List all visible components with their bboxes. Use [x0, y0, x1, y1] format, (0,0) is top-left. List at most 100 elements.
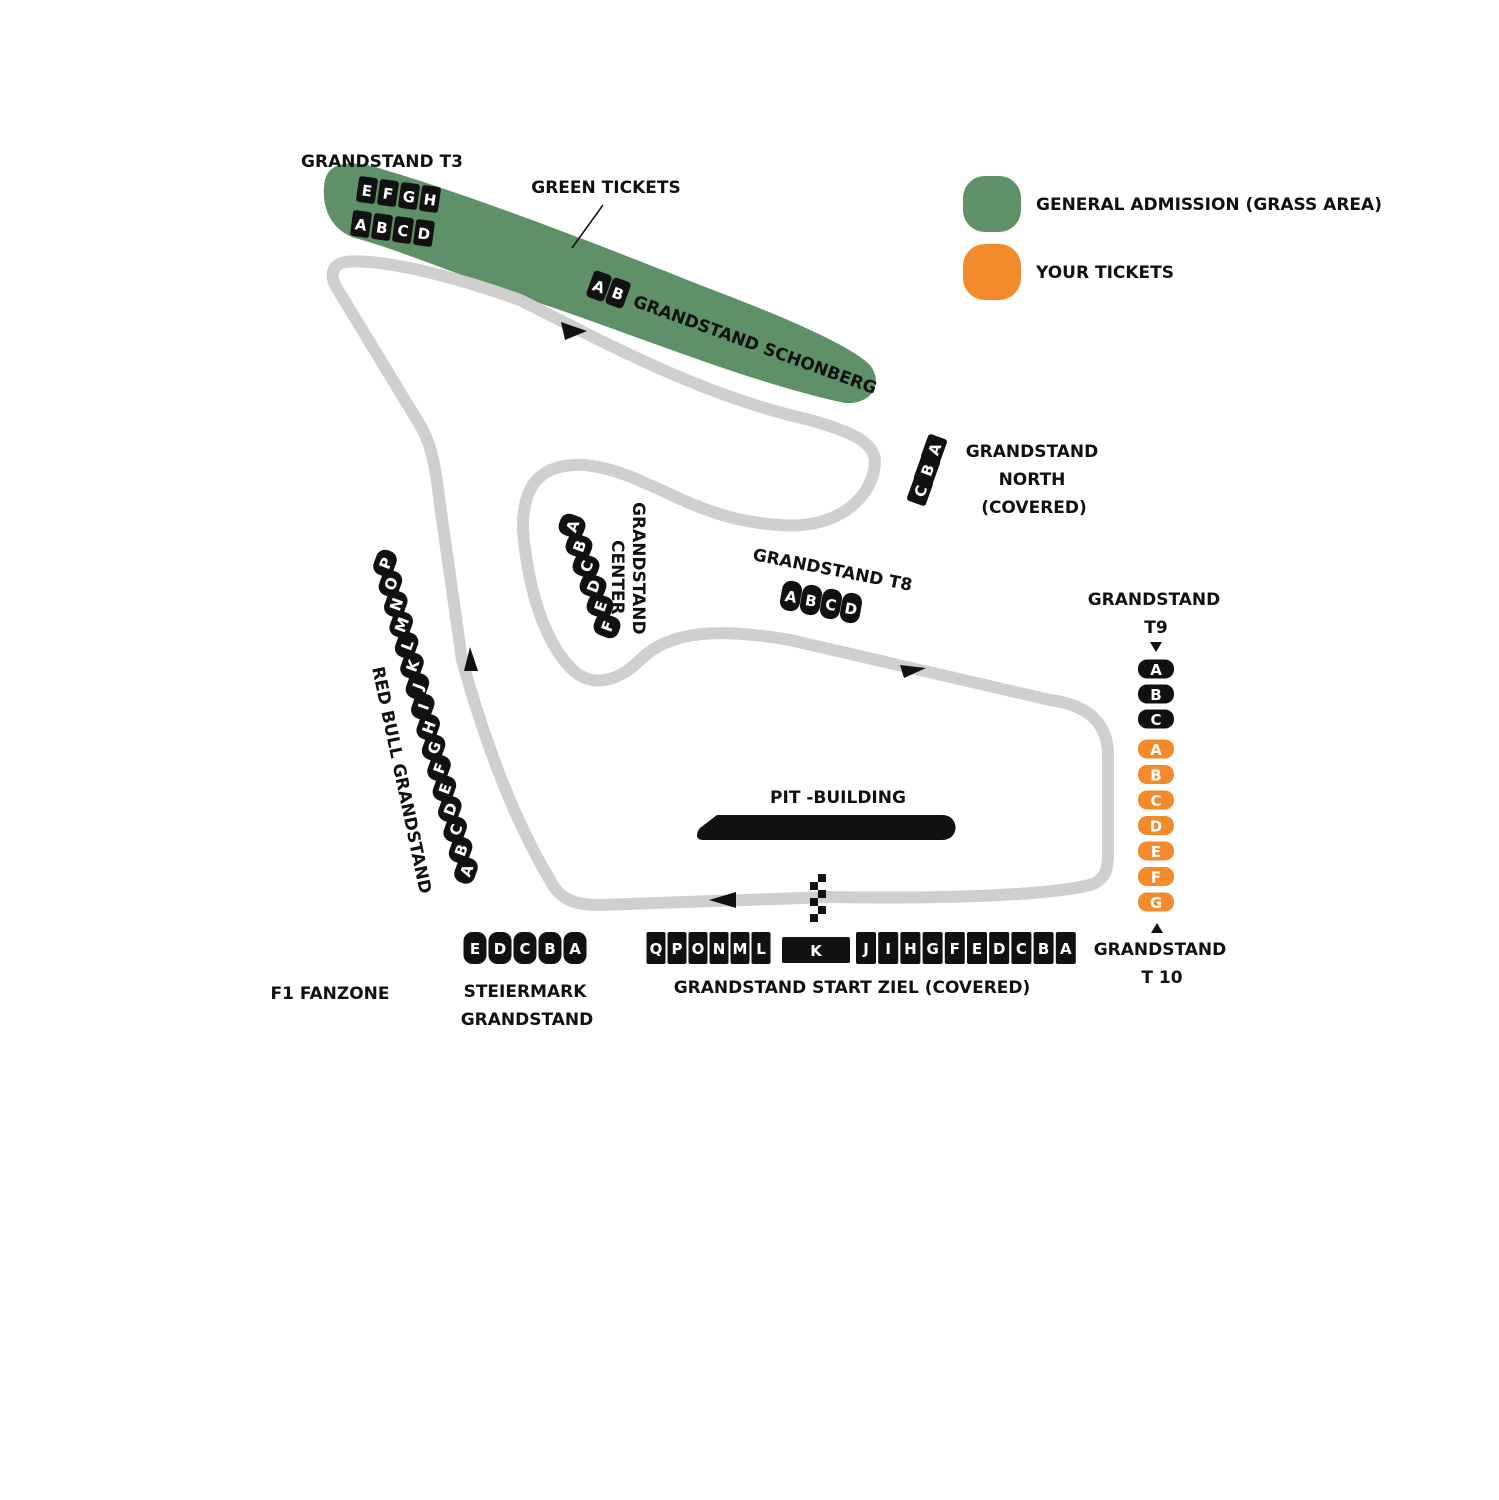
direction-arrow: [464, 322, 926, 908]
section-letter: B: [375, 218, 389, 237]
section-red-bull-p[interactable]: P: [371, 547, 400, 579]
section-center-e[interactable]: E: [584, 591, 616, 621]
section-t8-a[interactable]: A: [779, 579, 804, 612]
section-letter: E: [1151, 843, 1161, 861]
grandstand-t9-label: GRANDSTAND: [1088, 590, 1221, 610]
section-red-bull-n[interactable]: N: [381, 588, 410, 620]
section-red-bull-i[interactable]: I: [408, 691, 437, 723]
section-red-bull-j[interactable]: J: [403, 670, 432, 702]
section-start-ziel-right-j[interactable]: J: [856, 932, 876, 964]
section-t3-bottom-b[interactable]: B: [371, 213, 393, 241]
section-letter: I: [885, 940, 891, 958]
section-start-ziel-left-n[interactable]: N: [709, 932, 729, 964]
section-red-bull-c[interactable]: C: [441, 814, 470, 846]
section-center-b[interactable]: B: [563, 531, 595, 561]
section-t3-bottom-a[interactable]: A: [350, 210, 372, 238]
section-red-bull-f[interactable]: F: [425, 752, 454, 784]
section-start-ziel-right-b[interactable]: B: [1033, 932, 1054, 964]
section-letter: B: [544, 940, 555, 958]
section-schonberg-a[interactable]: A: [585, 270, 612, 303]
section-steiermark-d[interactable]: D: [488, 932, 512, 964]
legend-general-admission: GENERAL ADMISSION (GRASS AREA): [1036, 195, 1382, 215]
grandstand-t10-label: GRANDSTAND: [1094, 940, 1227, 960]
section-start-ziel-mid-k[interactable]: K: [782, 937, 850, 963]
section-t3-bottom-c[interactable]: C: [392, 216, 414, 244]
section-tile: [593, 613, 621, 639]
section-steiermark-b[interactable]: B: [538, 932, 562, 964]
section-red-bull-g[interactable]: G: [419, 732, 448, 764]
section-red-bull-e[interactable]: E: [430, 773, 459, 805]
section-center-d[interactable]: D: [577, 571, 609, 601]
section-start-ziel-left-m[interactable]: M: [730, 932, 750, 964]
section-letter: D: [494, 940, 506, 958]
section-start-ziel-right-a[interactable]: A: [1055, 932, 1076, 964]
section-t8-b[interactable]: B: [799, 583, 824, 616]
section-steiermark-e[interactable]: E: [463, 932, 487, 964]
section-letter: A: [1150, 741, 1162, 759]
section-t10-b[interactable]: B: [1138, 765, 1174, 785]
section-start-ziel-left-q[interactable]: Q: [646, 932, 666, 964]
section-t3-bottom-d[interactable]: D: [413, 219, 435, 247]
section-tile: [709, 932, 729, 964]
section-start-ziel-right-h[interactable]: H: [900, 932, 921, 964]
section-t10-a[interactable]: A: [1138, 739, 1174, 760]
section-t9-b[interactable]: B: [1138, 684, 1174, 705]
section-red-bull-d[interactable]: D: [435, 793, 464, 825]
section-red-bull-h[interactable]: H: [414, 711, 443, 743]
section-t8-c[interactable]: C: [819, 587, 844, 620]
section-letter: D: [993, 940, 1005, 958]
section-start-ziel-right-e[interactable]: E: [967, 932, 987, 964]
section-t9-a[interactable]: A: [1138, 659, 1174, 680]
section-tile: [421, 734, 446, 761]
section-t3-top-h[interactable]: H: [419, 185, 441, 213]
section-tile: [779, 580, 803, 612]
section-tile: [751, 932, 771, 964]
race-track: [326, 255, 1114, 911]
section-letter: M: [733, 940, 748, 958]
section-start-ziel-right-f[interactable]: F: [944, 932, 965, 964]
section-north-a[interactable]: A: [920, 433, 948, 464]
section-start-ziel-left-o[interactable]: O: [688, 932, 708, 964]
section-start-ziel-left-p[interactable]: P: [667, 932, 687, 964]
section-tile: [413, 219, 435, 247]
section-center-f[interactable]: F: [591, 611, 623, 641]
section-t9-c[interactable]: C: [1138, 709, 1174, 730]
section-t10-e[interactable]: E: [1138, 841, 1174, 862]
section-steiermark-a[interactable]: A: [563, 932, 587, 964]
section-letter: F: [382, 184, 395, 203]
section-tile: [586, 593, 614, 619]
green-tickets-label: GREEN TICKETS: [531, 178, 680, 198]
section-start-ziel-left-l[interactable]: L: [751, 932, 771, 964]
section-red-bull-b[interactable]: B: [446, 834, 475, 866]
section-red-bull-a[interactable]: A: [452, 855, 481, 887]
section-red-bull-l[interactable]: L: [392, 629, 421, 661]
section-letter: C: [1150, 792, 1161, 810]
section-tile: [967, 932, 987, 964]
section-tile: [878, 932, 899, 964]
section-t8-d[interactable]: D: [839, 591, 864, 624]
section-t3-top-e[interactable]: E: [356, 176, 378, 204]
section-red-bull-o[interactable]: O: [376, 568, 405, 600]
section-red-bull-m[interactable]: M: [387, 609, 416, 641]
section-schonberg-b[interactable]: B: [604, 277, 631, 310]
section-center-c[interactable]: C: [570, 551, 602, 581]
section-t10-f[interactable]: F: [1138, 867, 1174, 887]
section-t10-c[interactable]: C: [1138, 790, 1174, 811]
section-start-ziel-right-g[interactable]: G: [922, 932, 943, 964]
section-start-ziel-right-i[interactable]: I: [878, 932, 899, 964]
section-steiermark-c[interactable]: C: [513, 932, 537, 964]
section-start-ziel-right-d[interactable]: D: [989, 932, 1010, 964]
section-t10-d[interactable]: D: [1138, 816, 1174, 836]
section-center-a[interactable]: A: [556, 511, 588, 541]
grandstand-t9-sections: ABC: [1138, 659, 1174, 730]
section-t3-top-g[interactable]: G: [398, 182, 420, 210]
section-start-ziel-right-c[interactable]: C: [1011, 932, 1032, 964]
f1-fanzone-label: F1 FANZONE: [270, 984, 389, 1004]
section-t3-top-f[interactable]: F: [377, 179, 399, 207]
section-t10-g[interactable]: G: [1138, 892, 1174, 913]
section-red-bull-k[interactable]: K: [398, 650, 427, 682]
